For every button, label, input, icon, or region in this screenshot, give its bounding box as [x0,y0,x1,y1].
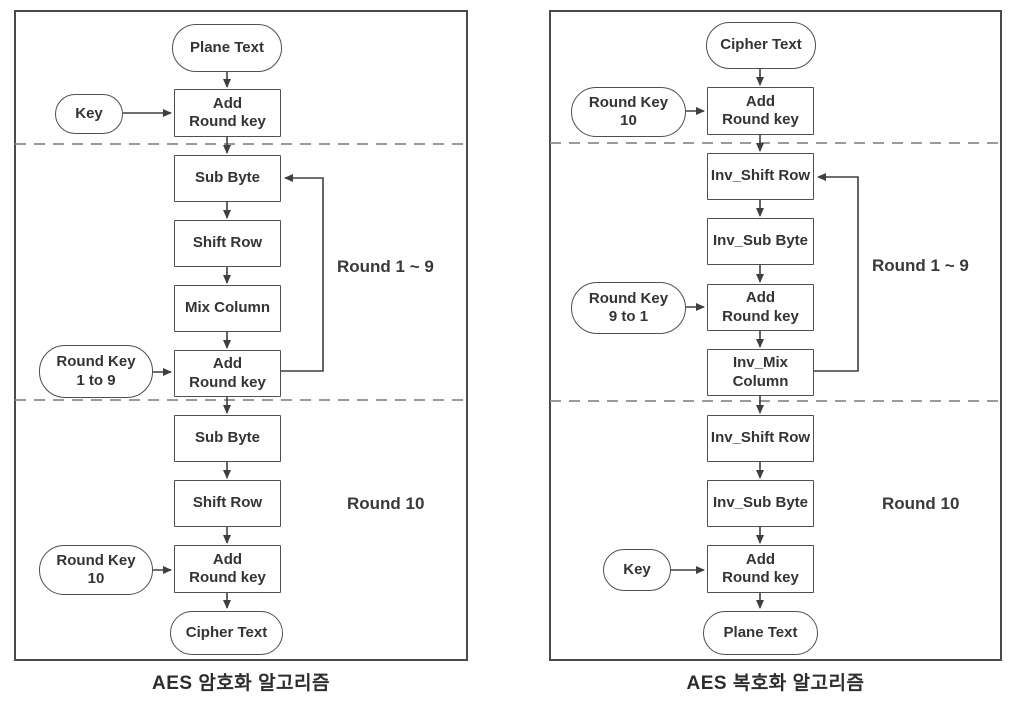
node-dec-inv-mix-column: Inv_Mix Column [707,349,814,396]
node-enc-shift-row-2: Shift Row [174,480,281,527]
node-enc-shift-row-1: Shift Row [174,220,281,267]
dec-round-10-label: Round 10 [882,494,960,513]
enc-round-10-label: Round 10 [347,494,425,513]
node-dec-plane-text: Plane Text [703,611,818,655]
node-enc-add-round-key-1: Add Round key [174,89,281,137]
node-enc-add-round-key-2: Add Round key [174,350,281,397]
node-dec-add-round-key-3: Add Round key [707,545,814,593]
node-dec-round-key-10: Round Key 10 [571,87,686,137]
node-enc-round-key-1-to-9: Round Key 1 to 9 [39,345,153,398]
encryption-panel-border [14,10,468,661]
arrow-dec-round-loop [814,173,859,372]
node-dec-inv-sub-byte-1: Inv_Sub Byte [707,218,814,265]
node-dec-key: Key [603,549,671,591]
node-dec-add-round-key-1: Add Round key [707,87,814,135]
node-enc-cipher-text: Cipher Text [170,611,283,655]
node-dec-inv-shift-row-1: Inv_Shift Row [707,153,814,200]
caption-encryption: AES 암호화 알고리즘 [152,673,330,694]
node-enc-round-key-10: Round Key 10 [39,545,153,595]
node-enc-sub-byte-1: Sub Byte [174,155,281,202]
caption-decryption: AES 복호화 알고리즘 [686,673,865,694]
node-dec-round-key-9-to-1: Round Key 9 to 1 [571,282,686,334]
node-dec-cipher-text: Cipher Text [706,22,816,69]
node-enc-sub-byte-2: Sub Byte [174,415,281,462]
node-enc-add-round-key-3: Add Round key [174,545,281,593]
node-dec-inv-sub-byte-2: Inv_Sub Byte [707,480,814,527]
enc-round-1-9-label: Round 1 ~ 9 [337,257,434,276]
decryption-panel-border [549,10,1002,661]
arrow-enc-round-loop [281,174,324,372]
node-enc-key: Key [55,94,123,134]
node-dec-inv-shift-row-2: Inv_Shift Row [707,415,814,462]
node-dec-add-round-key-2: Add Round key [707,284,814,331]
dec-round-1-9-label: Round 1 ~ 9 [872,256,969,275]
node-enc-plane-text: Plane Text [172,24,282,72]
node-enc-mix-column: Mix Column [174,285,281,332]
